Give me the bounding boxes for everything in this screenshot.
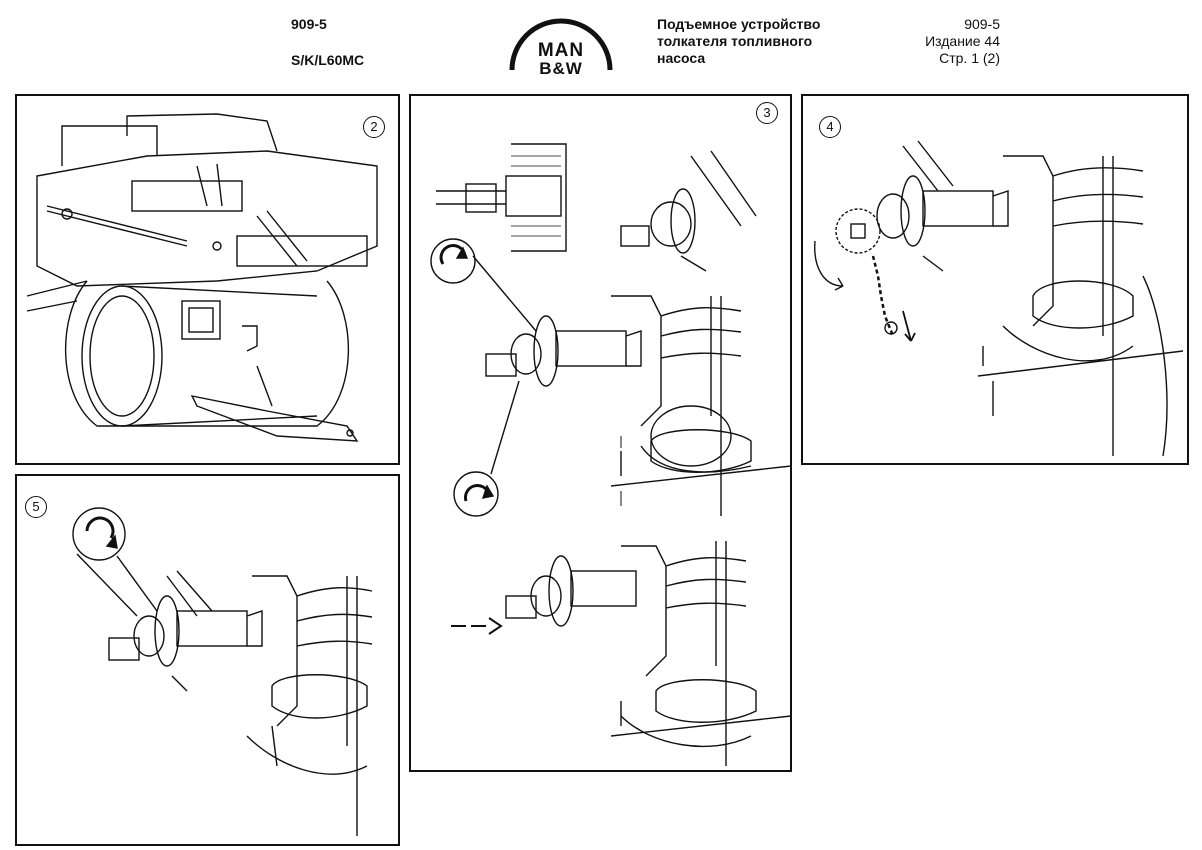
man-bw-logo: MAN B&W (509, 18, 613, 78)
meta-edition: Издание 44 (925, 33, 1000, 49)
chain-tool-drawing (814, 140, 1184, 457)
title-line-3: насоса (657, 50, 706, 66)
title-line-1: Подъемное устройство (657, 16, 821, 32)
figure-number-2: 2 (363, 116, 385, 138)
document-title: Подъемное устройство толкателя топливног… (657, 16, 887, 67)
document-number: 909-5 (291, 16, 327, 32)
lifting-procedure-drawing (430, 143, 790, 766)
document-meta: 909-5 Издание 44 Стр. 1 (2) (900, 16, 1000, 67)
meta-doc-number: 909-5 (964, 16, 1000, 32)
meta-page: Стр. 1 (2) (939, 50, 1000, 66)
figure-panel-3: 3 (409, 94, 792, 772)
engine-model: S/K/L60MC (291, 52, 365, 68)
figure-number-3: 3 (756, 102, 778, 124)
figure-number-5: 5 (25, 496, 47, 518)
logo-text-man: MAN (538, 40, 584, 61)
figure-panel-5: 5 (15, 474, 400, 846)
figure-panel-4: 4 (801, 94, 1189, 465)
figure-panel-2: 2 (15, 94, 400, 465)
title-line-2: толкателя топливного (657, 33, 813, 49)
lowering-procedure-drawing (72, 507, 373, 836)
figure-number-4: 4 (819, 116, 841, 138)
logo-text-bw: B&W (539, 59, 583, 78)
engine-overview-drawing (26, 113, 378, 442)
